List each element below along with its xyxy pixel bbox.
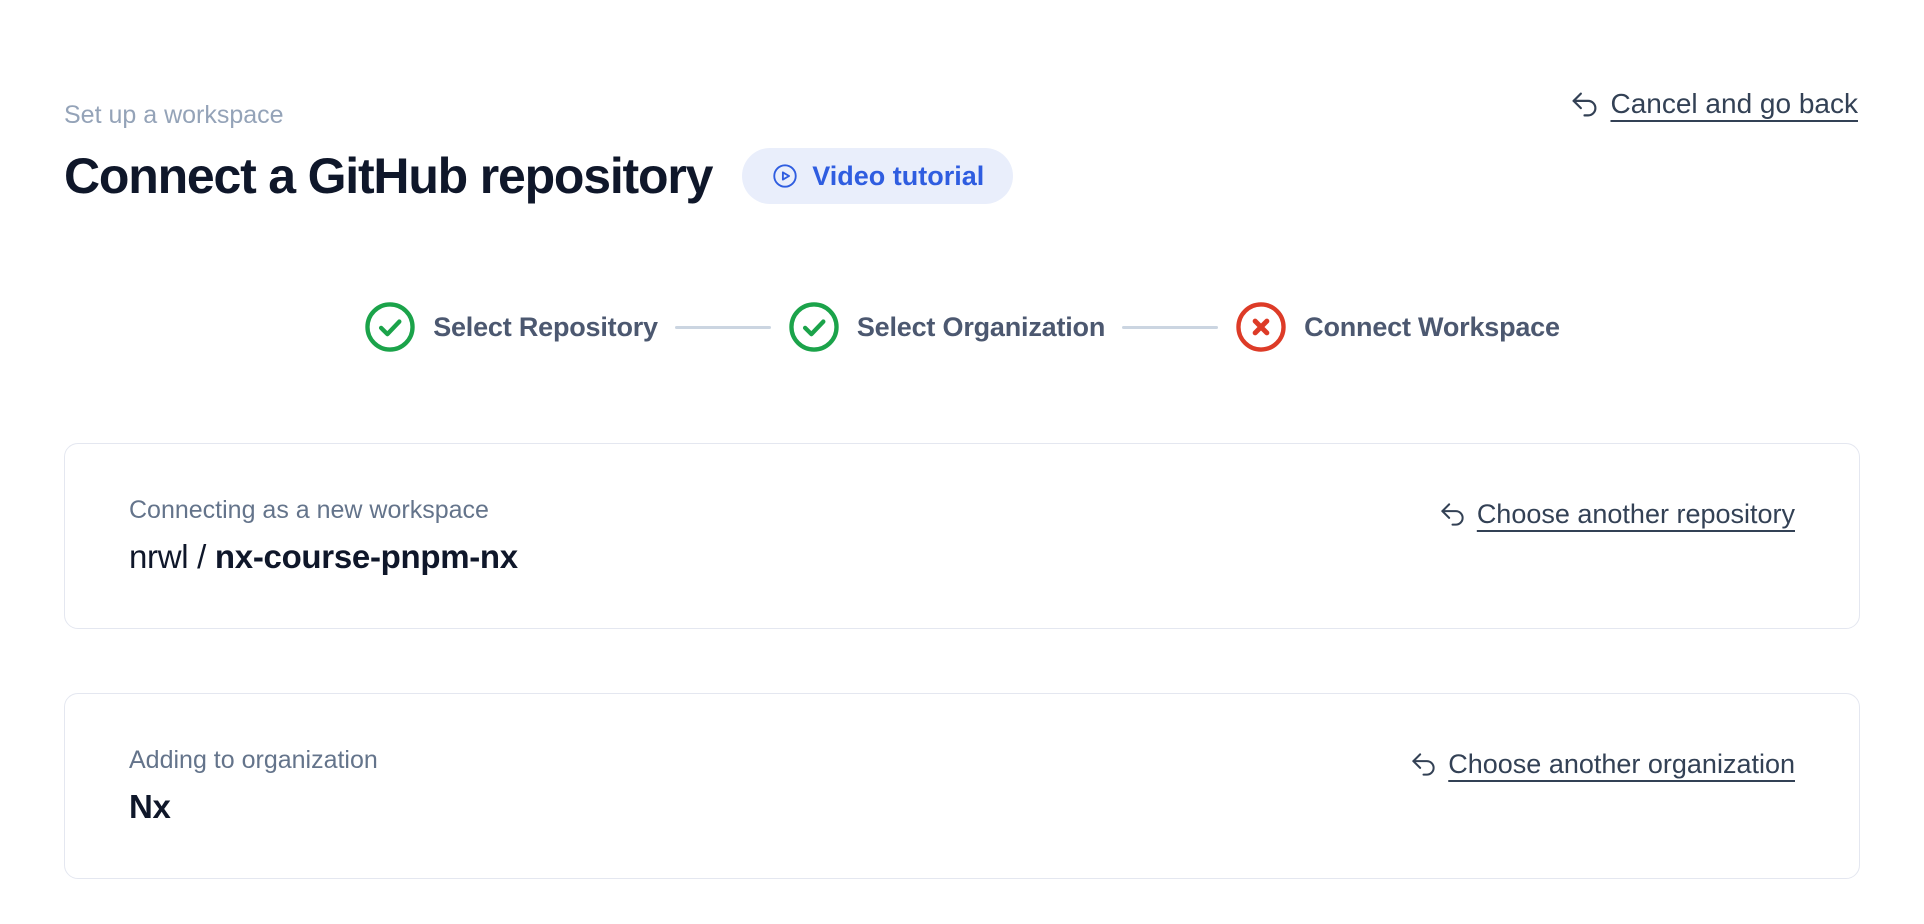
play-circle-icon: [771, 162, 799, 190]
repository-name: nx-course-pnpm-nx: [214, 538, 518, 576]
organization-name: Nx: [129, 788, 171, 826]
organization-card: Adding to organization Nx Choose another…: [64, 693, 1860, 879]
stepper-step-label: Select Repository: [433, 311, 658, 342]
check-circle-icon: [365, 302, 415, 352]
choose-another-organization-link[interactable]: Choose another organization: [1410, 749, 1795, 780]
choose-another-repository-label: Choose another repository: [1476, 499, 1795, 529]
cancel-and-go-back-label: Cancel and go back: [1610, 88, 1858, 119]
page-title: Connect a GitHub repository: [64, 147, 713, 204]
repository-card: Connecting as a new workspace nrwl / nx-…: [64, 443, 1860, 629]
repository-full-name: nrwl / nx-course-pnpm-nx: [129, 537, 1795, 577]
stepper-connector: [674, 325, 771, 329]
video-tutorial-label: Video tutorial: [812, 160, 985, 191]
repository-owner: nrwl /: [129, 538, 215, 576]
x-circle-icon: [1236, 302, 1286, 352]
choose-another-organization-label: Choose another organization: [1448, 749, 1795, 779]
cancel-and-go-back-link[interactable]: Cancel and go back: [1570, 88, 1858, 120]
arrow-uturn-left-icon: [1441, 503, 1464, 526]
repository-card-label: Connecting as a new workspace: [129, 496, 489, 525]
setup-cards: Connecting as a new workspace nrwl / nx-…: [64, 443, 1860, 879]
setup-stepper: Select Repository Select Organization Co…: [64, 301, 1860, 353]
organization-card-label: Adding to organization: [129, 746, 378, 775]
video-tutorial-button[interactable]: Video tutorial: [742, 148, 1014, 204]
choose-another-repository-link[interactable]: Choose another repository: [1439, 499, 1795, 530]
stepper-step-select-repository: Select Repository: [364, 301, 658, 353]
arrow-uturn-left-icon: [1573, 92, 1597, 116]
stepper-step-connect-workspace: Connect Workspace: [1235, 301, 1560, 353]
page-eyebrow: Set up a workspace: [64, 101, 284, 129]
stepper-step-select-organization: Select Organization: [788, 301, 1105, 353]
stepper-step-label: Connect Workspace: [1304, 311, 1560, 342]
arrow-uturn-left-icon: [1412, 753, 1435, 776]
stepper-step-label: Select Organization: [856, 311, 1106, 342]
check-circle-icon: [789, 302, 839, 352]
title-row: Connect a GitHub repository Video tutori…: [64, 148, 1860, 204]
stepper-connector: [1122, 325, 1219, 329]
